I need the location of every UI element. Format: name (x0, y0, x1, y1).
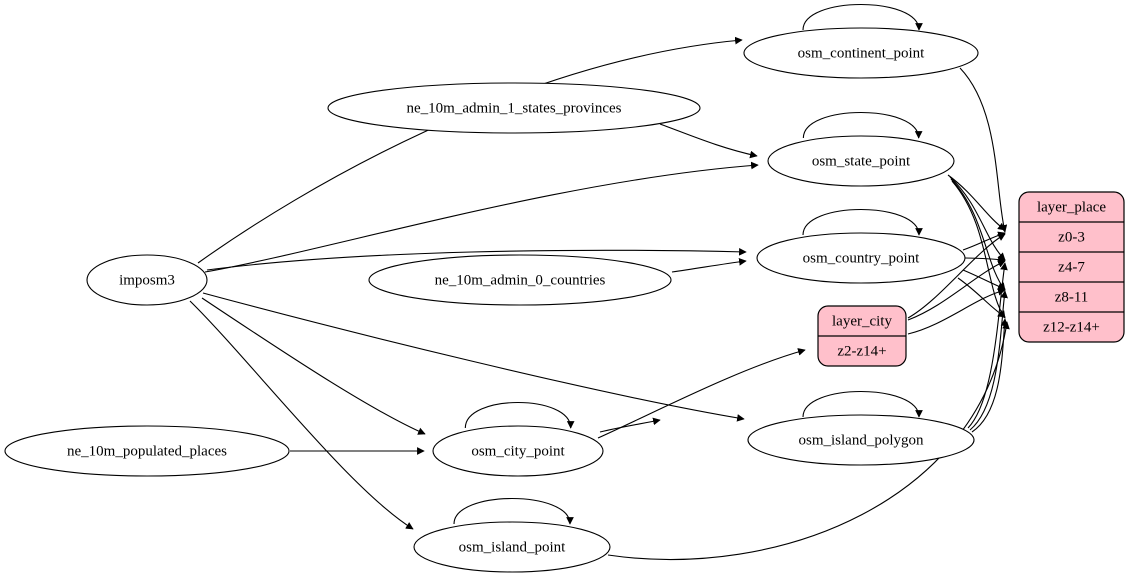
edge-osm_island_point-to-layer_place_z12 (607, 321, 1010, 561)
node-osm_island_point[interactable]: osm_island_point (413, 521, 611, 573)
edge-ne_states-to-osm_state_point (659, 123, 758, 159)
edge-osm_island_polygon-to-layer_place_z4_7 (967, 262, 1008, 429)
record-box-layer_place (1018, 191, 1125, 343)
record-row-layer_place_z12[interactable]: z12-z14+ (1043, 319, 1100, 335)
edge-layer_city-to-layer_place_z0_3 (907, 233, 1006, 319)
edge-imposm3-to-osm_island_point (189, 300, 414, 530)
record-row-layer_place_z8_11[interactable]: z8-11 (1055, 289, 1089, 305)
node-osm_state_point[interactable]: osm_state_point (767, 135, 955, 187)
edge-osm_city_point-to-osm_city_point_b (599, 417, 661, 433)
edge-osm_country_point-to-layer_place_z0_3 (962, 231, 1006, 251)
node-osm_city_point[interactable]: osm_city_point (432, 425, 604, 477)
edge-layer_city-to-layer_place_z4_7 (907, 260, 1006, 321)
edge-osm_country_point-to-layer_place_z8_11 (962, 269, 1006, 290)
edge-self-osm_continent_point (802, 3, 923, 31)
edge-self-osm_city_point (464, 401, 575, 429)
node-shape-osm_continent_point (743, 27, 979, 79)
record-row-layer_place_z0_3[interactable]: z0-3 (1058, 229, 1085, 245)
nodes-layer: imposm3 ne_10m_admin_1_states_provincesne… (4, 27, 979, 573)
node-label-osm_island_point: osm_island_point (459, 539, 567, 555)
edge-layer_city-to-layer_place_z8_11 (907, 288, 1006, 335)
edge-osm_island_polygon-to-layer_place_z12 (971, 318, 1009, 433)
edge-imposm3-to-osm_island_polygon (202, 292, 745, 422)
node-label-osm_island_polygon: osm_island_polygon (798, 432, 924, 448)
node-label-ne_states: ne_10m_admin_1_states_provinces (407, 100, 622, 116)
record-node-layer_place[interactable]: layer_place z0-3 z4-7 z8-11 z12-z14+ (1018, 191, 1125, 343)
node-imposm3[interactable]: imposm3 (86, 254, 208, 306)
node-osm_continent_point[interactable]: osm_continent_point (743, 27, 979, 79)
edge-osm_state_point-to-layer_place_z8_11 (950, 178, 1006, 291)
edge-osm_country_point-to-layer_place_z12 (957, 277, 1006, 318)
node-label-ne_countries: ne_10m_admin_0_countries (435, 272, 606, 288)
node-shape-osm_state_point (767, 135, 955, 187)
node-label-ne_populated: ne_10m_populated_places (67, 443, 227, 459)
edges-layer (189, 3, 1010, 561)
node-label-osm_city_point: osm_city_point (471, 443, 565, 459)
edge-imposm3-to-osm_country_point (206, 247, 747, 271)
edge-self-osm_island_polygon (802, 390, 923, 418)
edge-self-osm_island_point (453, 497, 574, 525)
node-shape-osm_country_point (756, 232, 966, 284)
node-shape-ne_countries (368, 254, 672, 306)
node-ne_states[interactable]: ne_10m_admin_1_states_provinces (327, 82, 701, 134)
edge-imposm3-to-osm_city_point (201, 297, 426, 435)
node-shape-ne_populated (4, 425, 290, 477)
edge-imposm3-to-osm_continent_point (197, 36, 743, 264)
edge-osm_country_point-to-layer_place_z4_7 (964, 255, 1006, 264)
node-label-osm_state_point: osm_state_point (812, 153, 911, 169)
node-osm_country_point[interactable]: osm_country_point (756, 232, 966, 284)
record-row-layer_city_z2[interactable]: z2-z14+ (837, 343, 886, 359)
node-shape-osm_island_polygon (747, 414, 975, 466)
record-node-layer_city[interactable]: layer_city z2-z14+ (817, 305, 907, 367)
edge-self-osm_country_point (802, 208, 923, 236)
record-row-layer_place_title[interactable]: layer_place (1037, 199, 1106, 215)
edge-osm_continent_point-to-layer_place_z0_3 (959, 67, 1008, 233)
node-shape-imposm3 (86, 254, 208, 306)
record-row-layer_place_z4_7[interactable]: z4-7 (1058, 259, 1085, 275)
edge-ne_countries-to-osm_country_point (671, 258, 747, 273)
node-label-osm_continent_point: osm_continent_point (798, 45, 925, 61)
edge-osm_state_point-to-layer_place_z0_3 (947, 174, 1006, 231)
node-label-osm_country_point: osm_country_point (803, 250, 920, 266)
node-osm_island_polygon[interactable]: osm_island_polygon (747, 414, 975, 466)
node-label-imposm3: imposm3 (119, 272, 175, 288)
node-shape-osm_island_point (413, 521, 611, 573)
node-shape-osm_city_point (432, 425, 604, 477)
edge-self-osm_state_point (802, 111, 923, 139)
edge-osm_state_point-to-layer_place_z4_7 (949, 176, 1006, 261)
edge-imposm3-to-osm_state_point (204, 161, 759, 273)
node-ne_countries[interactable]: ne_10m_admin_0_countries (368, 254, 672, 306)
records-layer: layer_place z0-3 z4-7 z8-11 z12-z14+ layer_ci… (817, 191, 1125, 367)
edge-osm_state_point-to-layer_place_z12 (951, 180, 1006, 319)
record-row-layer_city_title[interactable]: layer_city (832, 313, 892, 329)
node-ne_populated[interactable]: ne_10m_populated_places (4, 425, 290, 477)
node-shape-ne_states (327, 82, 701, 134)
